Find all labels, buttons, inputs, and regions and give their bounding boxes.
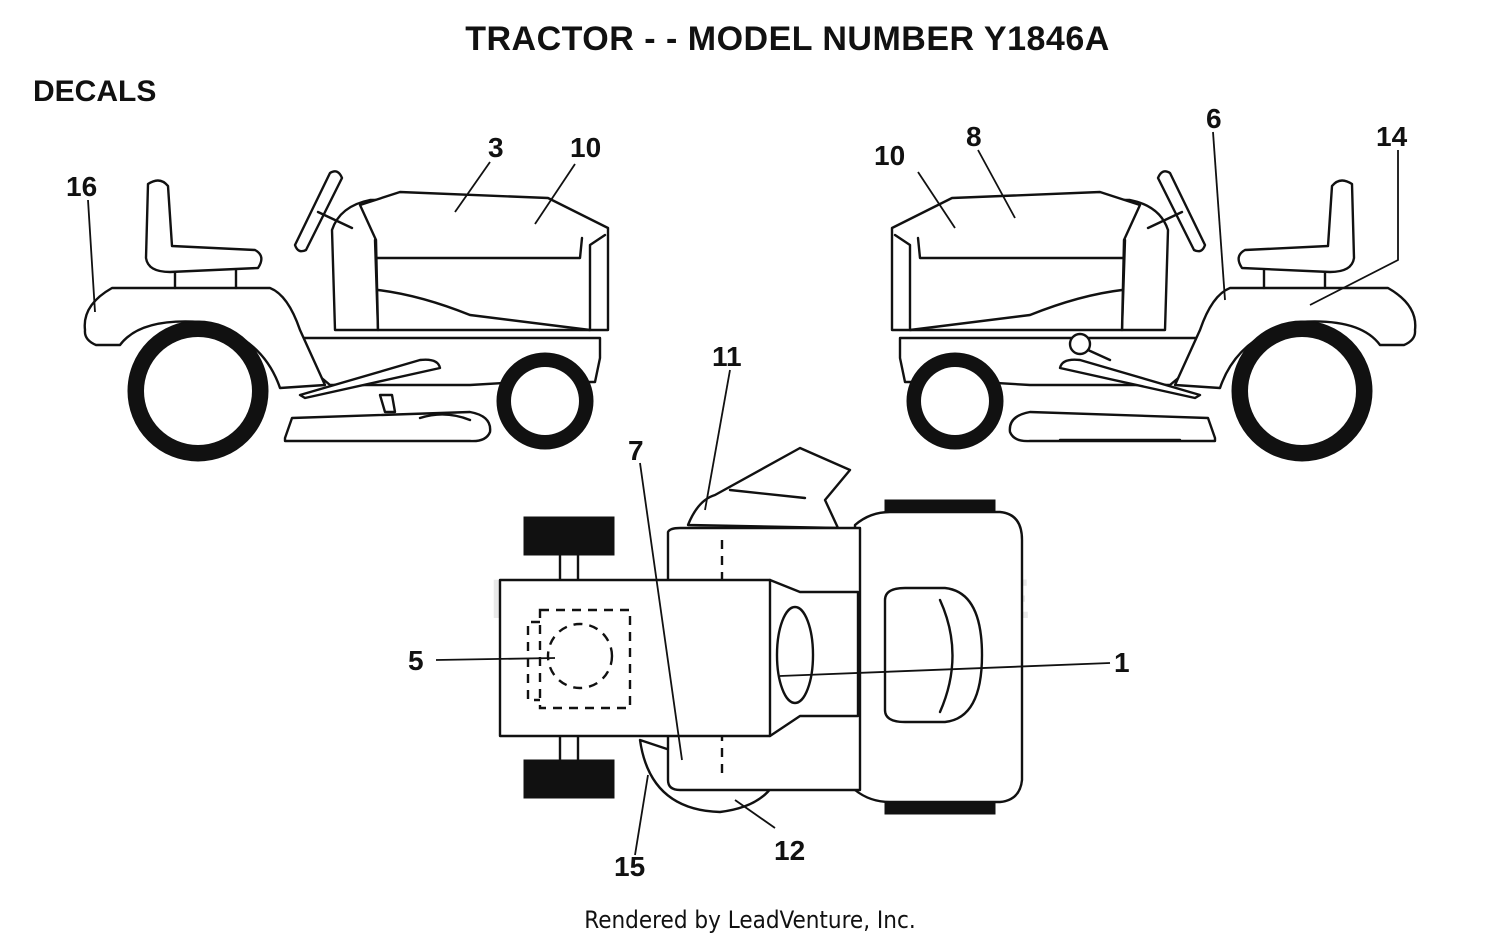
- left-hood: [358, 190, 610, 332]
- left-mower-deck: [283, 410, 492, 443]
- right-side-view: 10 8 6 14: [874, 103, 1417, 462]
- footer-credit: Rendered by LeadVenture, Inc.: [584, 906, 916, 934]
- callout-8: 8: [966, 121, 982, 152]
- top-discharge-chute: [686, 446, 852, 530]
- callout-16: 16: [66, 171, 97, 202]
- right-mower-deck: [1008, 410, 1217, 443]
- section-heading: DECALS: [33, 75, 157, 108]
- top-view: 11 7 5 1 15 12: [408, 341, 1130, 882]
- top-seat: [883, 586, 984, 724]
- callout-7: 7: [628, 435, 644, 466]
- callout-1: 1: [1114, 647, 1130, 678]
- callout-3: 3: [488, 132, 504, 163]
- callout-14: 14: [1376, 121, 1408, 152]
- top-steering-column: [775, 605, 815, 705]
- right-hood: [890, 190, 1142, 332]
- left-side-view: 16 3 10: [66, 132, 610, 462]
- page-title: TRACTOR - - MODEL NUMBER Y1846A: [465, 20, 1110, 58]
- callout-5: 5: [408, 645, 424, 676]
- left-seat: [144, 179, 263, 274]
- callout-12: 12: [774, 835, 805, 866]
- top-hood: [498, 578, 860, 738]
- callout-10-right: 10: [874, 140, 905, 171]
- callout-6: 6: [1206, 103, 1222, 134]
- callout-11: 11: [712, 341, 742, 372]
- callout-10-left: 10: [570, 132, 601, 163]
- top-front-wheel-lower: [523, 759, 615, 799]
- top-front-wheel-upper: [523, 516, 615, 556]
- right-seat: [1237, 179, 1356, 274]
- callout-15: 15: [614, 851, 645, 882]
